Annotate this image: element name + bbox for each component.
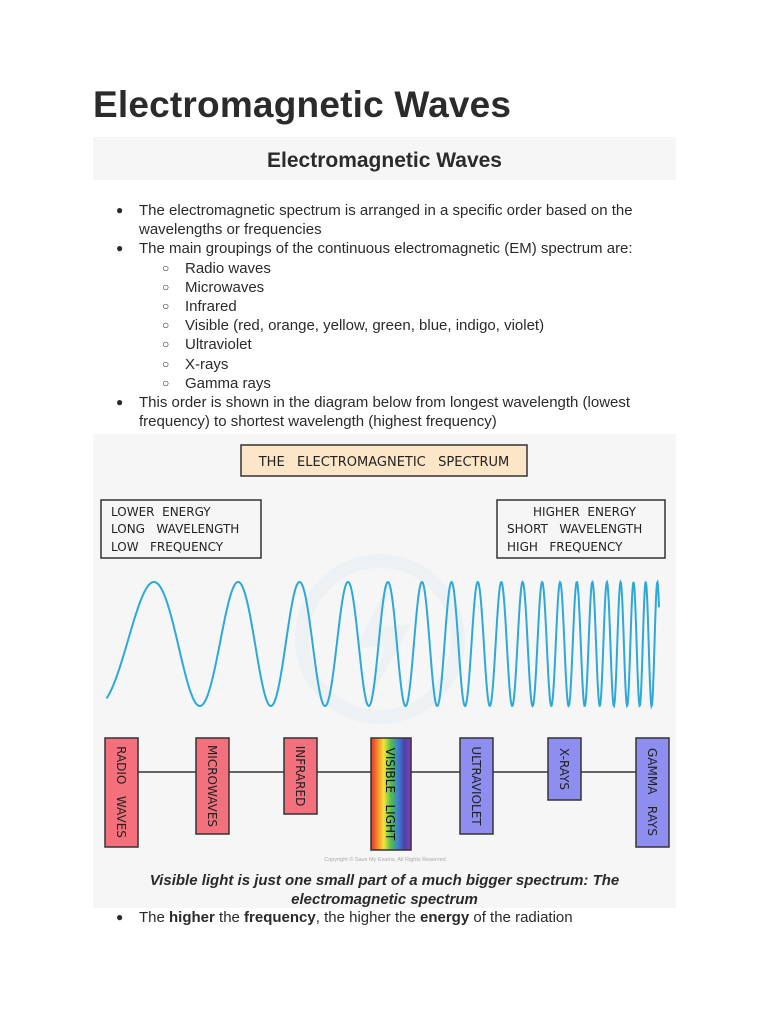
right-box-line-1: HIGHER ENERGY [533, 505, 637, 519]
em-spectrum-svg: THE ELECTROMAGNETIC SPECTRUM LOWER ENERG… [100, 444, 670, 863]
bullet-text: The electromagnetic spectrum is arranged… [139, 202, 633, 239]
section-header: Electromagnetic Waves [93, 137, 676, 180]
circle-bullet-icon: ○ [162, 260, 170, 275]
sub-item-text: Infrared [185, 298, 237, 316]
sub-item-text: Ultraviolet [185, 336, 252, 354]
sub-item-text: X-rays [185, 355, 229, 373]
bullet-dot-icon: ● [116, 203, 124, 217]
band-infrared: INFRARED [283, 737, 318, 815]
circle-bullet-icon: ○ [162, 299, 170, 314]
band-label: X-RAYS [557, 748, 571, 790]
bold-energy: energy [420, 909, 470, 926]
list-item: ● This order is shown in the diagram bel… [93, 393, 676, 431]
bold-higher: higher [169, 909, 215, 926]
list-item: ● The higher the frequency, the higher t… [93, 908, 676, 927]
circle-bullet-icon: ○ [162, 375, 170, 390]
page-title: Electromagnetic Waves [93, 84, 512, 125]
list-item: ● The main groupings of the continuous e… [93, 239, 676, 258]
figure-caption: Visible light is just one small part of … [149, 872, 620, 908]
circle-bullet-icon: ○ [162, 337, 170, 352]
circle-bullet-icon: ○ [162, 279, 170, 294]
sub-list-item: ○ Visible (red, orange, yellow, green, bl… [93, 316, 676, 335]
band-ultraviolet: ULTRAVIOLET [459, 737, 494, 835]
sub-list-item: ○ X-rays [93, 355, 676, 374]
band-label: ULTRAVIOLET [469, 746, 483, 826]
band-radio-waves: RADIO WAVES [104, 737, 139, 848]
sub-item-text: Radio waves [185, 259, 271, 277]
section-title: Electromagnetic Waves [267, 149, 502, 172]
bullet-dot-icon: ● [116, 395, 124, 410]
sub-list-item: ○ Radio waves [93, 259, 676, 278]
diagram-title: THE ELECTROMAGNETIC SPECTRUM [258, 455, 510, 470]
sub-list-item: ○ Gamma rays [93, 374, 676, 393]
band-label: RADIO WAVES [114, 746, 128, 838]
band-label: INFRARED [293, 746, 307, 807]
sub-list-item: ○ Ultraviolet [93, 335, 676, 354]
sub-item-text: Visible (red, orange, yellow, green, blu… [185, 317, 545, 335]
copyright-text: Copyright © Save My Exams. All Rights Re… [324, 856, 445, 863]
sub-item-text: Microwaves [185, 278, 265, 296]
higher-energy-box: HIGHER ENERGY SHORT WAVELENGTH HIGH FREQ… [496, 499, 666, 559]
bullet-text: This order is shown in the diagram below… [139, 394, 631, 431]
bold-frequency: frequency [244, 909, 316, 926]
circle-bullet-icon: ○ [162, 356, 170, 371]
em-spectrum-diagram: THE ELECTROMAGNETIC SPECTRUM LOWER ENERG… [93, 434, 676, 908]
right-box-line-3: HIGH FREQUENCY [507, 540, 623, 554]
bottom-bullet: ● The higher the frequency, the higher t… [93, 908, 676, 927]
text-run: , the higher the [315, 909, 420, 926]
text-run: The [139, 909, 170, 926]
text-run: the [214, 909, 245, 926]
text-run: of the radiation [469, 909, 573, 926]
left-box-line-1: LOWER ENERGY [111, 505, 211, 519]
lower-energy-box: LOWER ENERGY LONG WAVELENGTH LOW FREQUEN… [100, 499, 262, 559]
bullet-dot-icon: ● [116, 910, 124, 924]
bullet-dot-icon: ● [116, 241, 124, 256]
em-wave [106, 579, 660, 710]
sub-list-item: ○ Infrared [93, 297, 676, 316]
list-item: ● The electromagnetic spectrum is arrang… [93, 201, 676, 239]
sub-item-text: Gamma rays [185, 374, 271, 392]
band-microwaves: MICROWAVES [195, 737, 230, 835]
left-box-line-2: LONG WAVELENGTH [111, 522, 239, 536]
diagram-title-box: THE ELECTROMAGNETIC SPECTRUM [240, 444, 528, 477]
sub-list-item: ○ Microwaves [93, 278, 676, 297]
bullet-list: ● The electromagnetic spectrum is arrang… [93, 201, 676, 431]
band-label: VISIBLE LIGHT [383, 748, 397, 841]
band-visible-light: VISIBLE LIGHT [370, 737, 412, 851]
left-box-line-3: LOW FREQUENCY [111, 540, 224, 554]
band-label: MICROWAVES [205, 745, 219, 827]
band-label: GAMMA RAYS [645, 748, 659, 836]
band-x-rays: X-RAYS [547, 737, 582, 801]
right-box-line-2: SHORT WAVELENGTH [507, 522, 642, 536]
band-gamma-rays: GAMMA RAYS [635, 737, 670, 848]
bullet-text: The main groupings of the continuous ele… [139, 240, 633, 258]
circle-bullet-icon: ○ [162, 318, 170, 333]
